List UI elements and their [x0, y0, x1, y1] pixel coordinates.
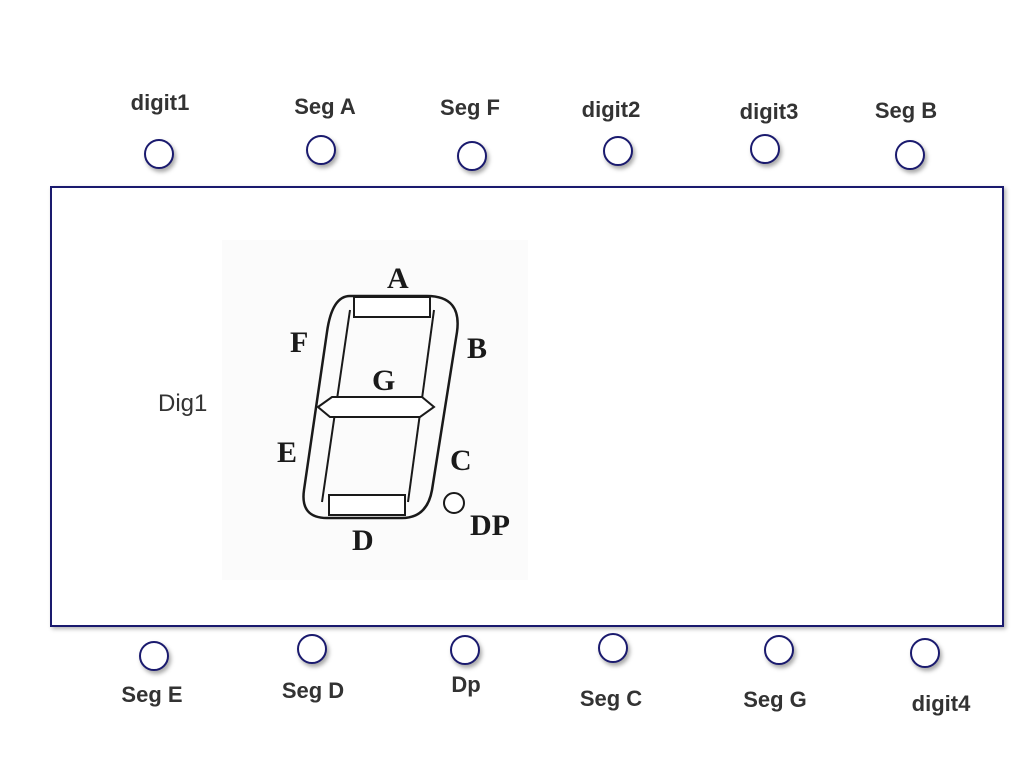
pin-label-dp: Dp	[451, 672, 481, 697]
segment-letter-g: G	[372, 364, 395, 397]
pin-label-digit1: digit1	[130, 90, 190, 115]
pin-label-digit3: digit3	[739, 99, 799, 124]
pin-seg-b	[895, 140, 925, 170]
segment-letter-f: F	[290, 326, 308, 359]
segment-a	[353, 296, 431, 318]
pin-label-seg-e: Seg E	[121, 682, 183, 707]
digit-label: Dig1	[158, 390, 208, 417]
pin-label-seg-c: Seg C	[579, 686, 643, 711]
pin-label-seg-b: Seg B	[874, 98, 938, 123]
pin-label-digit4: digit4	[911, 691, 971, 716]
pin-label-seg-a: Seg A	[294, 94, 356, 119]
pin-label-digit2: digit2	[581, 97, 641, 122]
pin-seg-g	[764, 635, 794, 665]
pin-label-seg-d: Seg D	[281, 678, 345, 703]
seven-segment-svg: A F B G E C DP D	[277, 262, 510, 557]
pin-label-seg-f: Seg F	[440, 95, 500, 120]
pin-seg-c	[598, 633, 628, 663]
pin-digit4	[910, 638, 940, 668]
pin-seg-d	[297, 634, 327, 664]
segment-letter-d: D	[352, 524, 374, 557]
pin-digit3	[750, 134, 780, 164]
pin-label-seg-g: Seg G	[743, 687, 807, 712]
segment-letter-a: A	[387, 262, 409, 295]
segment-g	[316, 396, 436, 418]
pin-seg-f	[457, 141, 487, 171]
segment-body-outline	[302, 294, 459, 520]
pin-digit2	[603, 136, 633, 166]
pin-seg-e	[139, 641, 169, 671]
pin-dp	[450, 635, 480, 665]
segment-letter-e: E	[277, 436, 297, 469]
segment-dp	[443, 492, 465, 514]
segment-letter-c: C	[450, 444, 472, 477]
pin-digit1	[144, 139, 174, 169]
pin-seg-a	[306, 135, 336, 165]
segment-letter-b: B	[467, 332, 487, 365]
segment-letter-dp: DP	[470, 509, 510, 542]
segment-d	[328, 494, 406, 516]
seven-segment-diagram: A F B G E C DP D	[222, 240, 528, 580]
